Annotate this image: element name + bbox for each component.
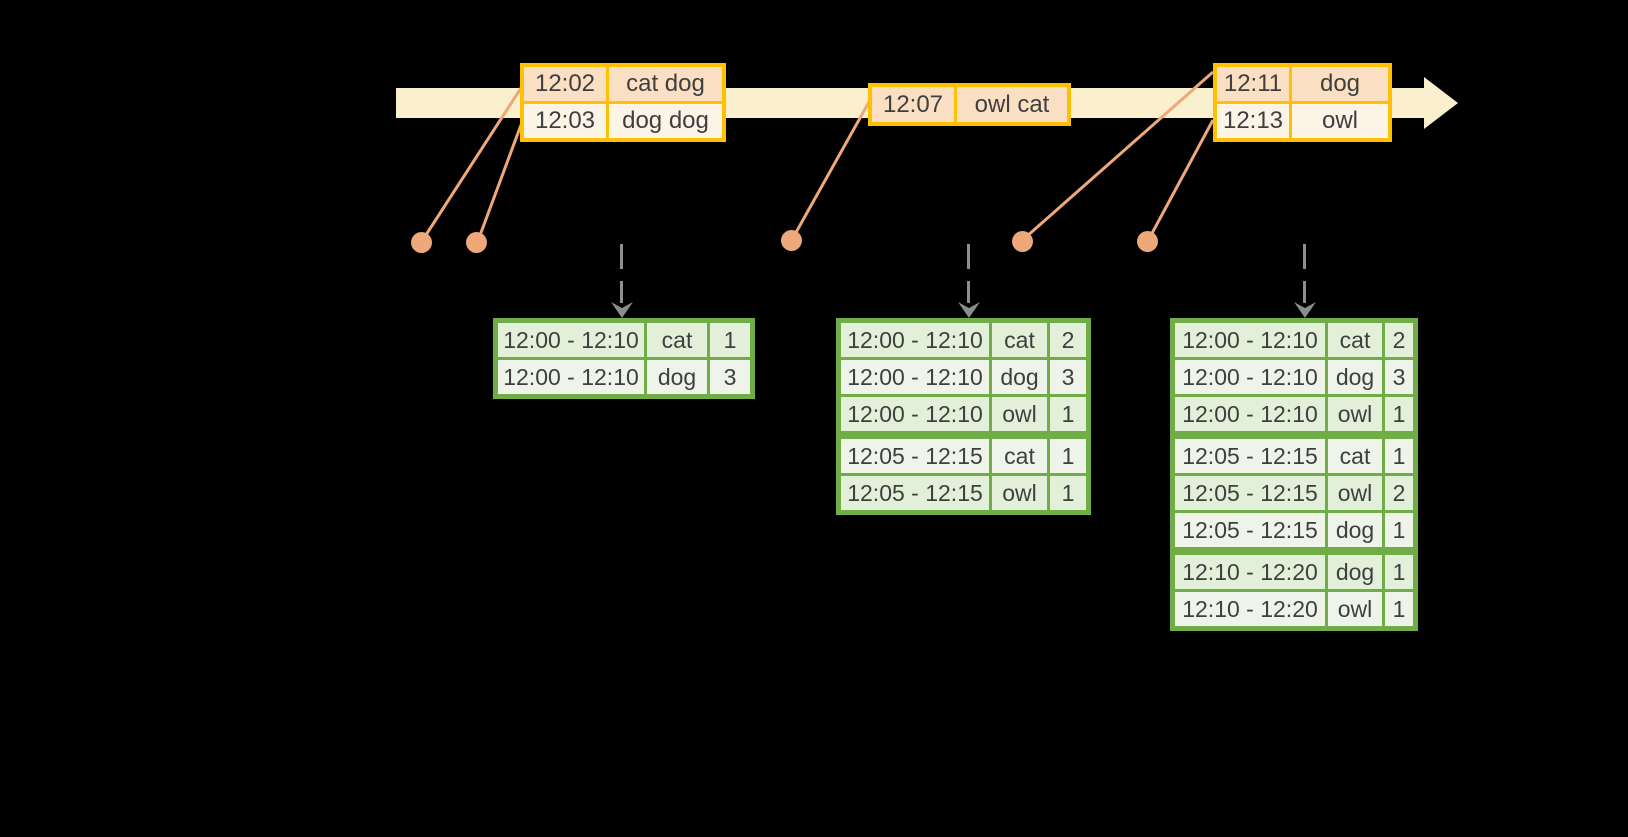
count-cell: 3 — [707, 357, 754, 398]
window-cell: 12:05 - 12:15 — [1171, 431, 1328, 476]
window-cell: 12:00 - 12:10 — [494, 319, 647, 360]
event-time-cell: 12:11 — [1213, 63, 1292, 104]
result-row: 12:10 - 12:20 owl 1 — [1171, 589, 1417, 630]
result-row: 12:10 - 12:20 dog 1 — [1171, 547, 1417, 592]
result-row: 12:00 - 12:10 cat 1 — [494, 319, 754, 360]
result-row: 12:00 - 12:10 dog 3 — [494, 357, 754, 398]
result-row: 12:05 - 12:15 dog 1 — [1171, 510, 1417, 553]
result-row: 12:00 - 12:10 cat 2 — [837, 319, 1090, 360]
arrow-head-icon — [611, 302, 633, 318]
event-table-3: 12:11 dog 12:13 owl — [1213, 63, 1392, 142]
window-cell: 12:00 - 12:10 — [1171, 319, 1328, 360]
word-cell: cat — [1325, 431, 1385, 476]
count-cell: 1 — [1382, 547, 1417, 592]
result-table-3: 12:00 - 12:10 cat 2 12:00 - 12:10 dog 3 … — [1170, 318, 1418, 631]
count-cell: 3 — [1047, 357, 1090, 397]
event-time-cell: 12:02 — [520, 63, 609, 104]
window-cell: 12:10 - 12:20 — [1171, 589, 1328, 630]
window-cell: 12:00 - 12:10 — [837, 319, 992, 360]
result-table-2: 12:00 - 12:10 cat 2 12:00 - 12:10 dog 3 … — [836, 318, 1091, 515]
count-cell: 2 — [1382, 319, 1417, 360]
result-row: 12:00 - 12:10 owl 1 — [1171, 394, 1417, 437]
word-cell: owl — [1325, 589, 1385, 630]
result-row: 12:05 - 12:15 cat 1 — [837, 431, 1090, 476]
event-row: 12:03 dog dog — [520, 101, 726, 142]
word-cell: dog — [1325, 510, 1385, 553]
trigger-arrow — [958, 244, 980, 319]
word-cell: dog — [644, 357, 710, 398]
connector-line — [477, 124, 523, 239]
word-cell: dog — [1325, 357, 1385, 397]
event-words-cell: dog — [1289, 63, 1392, 104]
event-table-1: 12:02 cat dog 12:03 dog dog — [520, 63, 726, 142]
event-dot — [781, 230, 802, 251]
count-cell: 1 — [1382, 431, 1417, 476]
count-cell: 2 — [1382, 473, 1417, 513]
event-row: 12:02 cat dog — [520, 63, 726, 104]
word-cell: dog — [1325, 547, 1385, 592]
window-cell: 12:05 - 12:15 — [837, 431, 992, 476]
result-row: 12:05 - 12:15 owl 2 — [1171, 473, 1417, 513]
window-cell: 12:00 - 12:10 — [1171, 394, 1328, 437]
event-words-cell: dog dog — [606, 101, 726, 142]
event-words-cell: owl — [1289, 101, 1392, 142]
window-cell: 12:00 - 12:10 — [837, 394, 992, 437]
word-cell: cat — [1325, 319, 1385, 360]
result-row: 12:00 - 12:10 dog 3 — [1171, 357, 1417, 397]
word-cell: owl — [1325, 394, 1385, 437]
event-dot — [1012, 231, 1033, 252]
event-time-cell: 12:07 — [868, 83, 957, 126]
word-cell: dog — [989, 357, 1050, 397]
event-time-cell: 12:03 — [520, 101, 609, 142]
count-cell: 2 — [1047, 319, 1090, 360]
event-dot — [466, 232, 487, 253]
dashed-line — [620, 244, 623, 303]
result-row: 12:00 - 12:10 cat 2 — [1171, 319, 1417, 360]
count-cell: 1 — [1047, 431, 1090, 476]
word-cell: cat — [989, 319, 1050, 360]
window-cell: 12:05 - 12:15 — [1171, 510, 1328, 553]
connector-line — [1148, 119, 1215, 238]
dashed-line — [967, 244, 970, 303]
window-cell: 12:05 - 12:15 — [1171, 473, 1328, 513]
event-words-cell: cat dog — [606, 63, 726, 104]
count-cell: 3 — [1382, 357, 1417, 397]
word-cell: cat — [644, 319, 710, 360]
result-row: 12:00 - 12:10 owl 1 — [837, 394, 1090, 437]
result-row: 12:05 - 12:15 cat 1 — [1171, 431, 1417, 476]
result-row: 12:05 - 12:15 owl 1 — [837, 473, 1090, 514]
word-cell: owl — [1325, 473, 1385, 513]
window-cell: 12:00 - 12:10 — [494, 357, 647, 398]
event-time-cell: 12:13 — [1213, 101, 1292, 142]
timeline-arrowhead-icon — [1424, 77, 1458, 129]
window-cell: 12:00 - 12:10 — [837, 357, 992, 397]
event-dot — [411, 232, 432, 253]
event-row: 12:13 owl — [1213, 101, 1392, 142]
word-cell: owl — [989, 394, 1050, 437]
arrow-head-icon — [1294, 302, 1316, 318]
result-row: 12:00 - 12:10 dog 3 — [837, 357, 1090, 397]
event-row: 12:07 owl cat — [868, 83, 1071, 126]
event-dot — [1137, 231, 1158, 252]
trigger-arrow — [1294, 244, 1316, 319]
connector-line — [792, 101, 871, 237]
count-cell: 1 — [1382, 394, 1417, 437]
event-table-2: 12:07 owl cat — [868, 83, 1071, 126]
trigger-arrow — [611, 244, 633, 319]
window-cell: 12:00 - 12:10 — [1171, 357, 1328, 397]
word-cell: cat — [989, 431, 1050, 476]
result-table-1: 12:00 - 12:10 cat 1 12:00 - 12:10 dog 3 — [493, 318, 755, 399]
word-cell: owl — [989, 473, 1050, 514]
window-cell: 12:05 - 12:15 — [837, 473, 992, 514]
window-cell: 12:10 - 12:20 — [1171, 547, 1328, 592]
count-cell: 1 — [1382, 510, 1417, 553]
count-cell: 1 — [1382, 589, 1417, 630]
count-cell: 1 — [1047, 473, 1090, 514]
arrow-head-icon — [958, 302, 980, 318]
event-words-cell: owl cat — [954, 83, 1071, 126]
dashed-line — [1303, 244, 1306, 303]
count-cell: 1 — [707, 319, 754, 360]
count-cell: 1 — [1047, 394, 1090, 437]
event-row: 12:11 dog — [1213, 63, 1392, 104]
